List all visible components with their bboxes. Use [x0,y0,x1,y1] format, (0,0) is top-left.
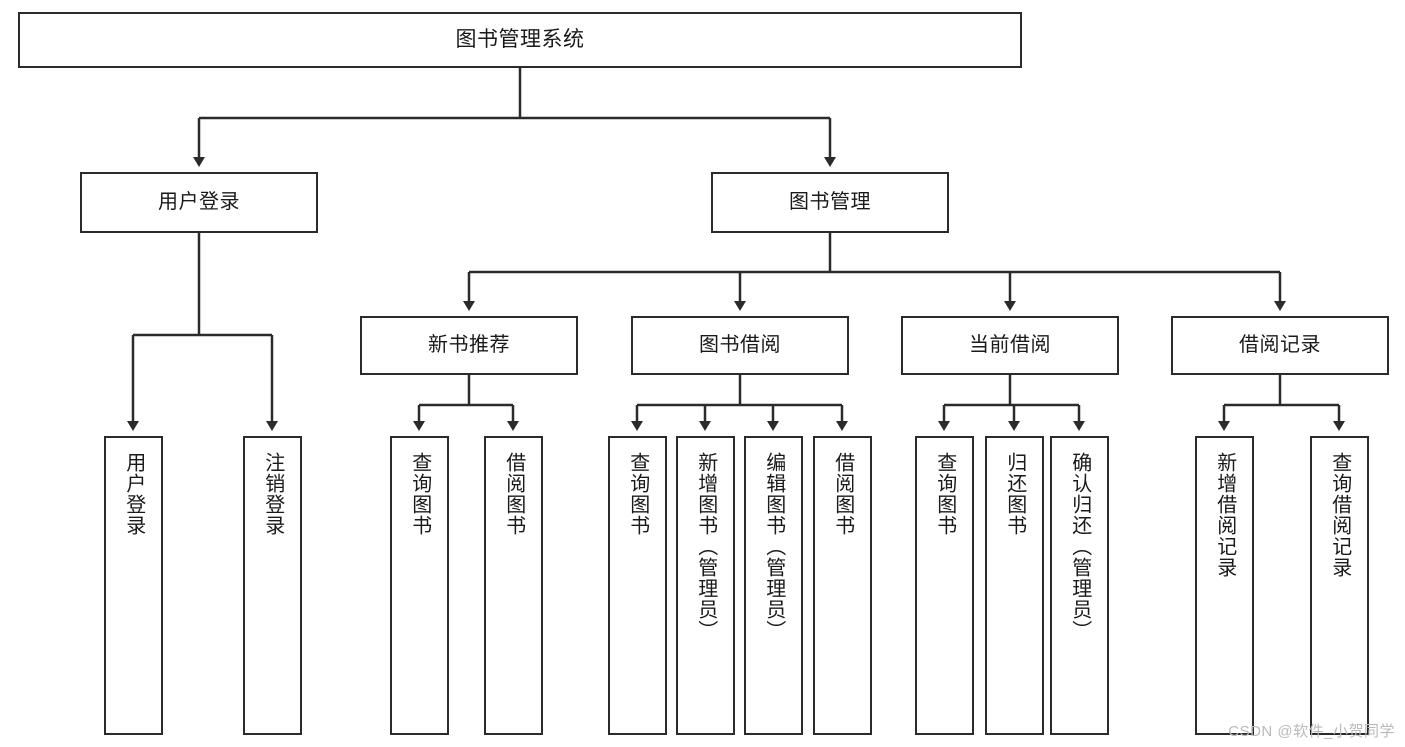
node-leaf-confirm-return-label: 确认归还（管理员） [1068,452,1091,641]
node-book-manage[interactable]: 图书管理 [711,172,949,233]
node-user-login[interactable]: 用户登录 [80,172,318,233]
node-current-borrow-label: 当前借阅 [969,334,1051,356]
node-current-borrow[interactable]: 当前借阅 [901,316,1119,375]
node-leaf-query-book-1[interactable]: 查询图书 [390,436,449,735]
node-leaf-user-login-label: 用户登录 [122,452,145,536]
node-leaf-query-borrow-record[interactable]: 查询借阅记录 [1310,436,1369,735]
node-leaf-query-book-3-label: 查询图书 [933,452,956,536]
node-leaf-add-borrow-record-label: 新增借阅记录 [1213,452,1236,578]
node-leaf-add-borrow-record[interactable]: 新增借阅记录 [1195,436,1254,735]
node-leaf-borrow-book-1[interactable]: 借阅图书 [484,436,543,735]
node-new-book-recommend-label: 新书推荐 [428,334,510,356]
node-leaf-return-book-label: 归还图书 [1003,452,1026,536]
node-leaf-user-login[interactable]: 用户登录 [104,436,163,735]
node-leaf-borrow-book-1-label: 借阅图书 [502,452,525,536]
node-leaf-borrow-book-2-label: 借阅图书 [831,452,854,536]
node-leaf-query-book-2-label: 查询图书 [626,452,649,536]
node-root[interactable]: 图书管理系统 [18,12,1022,68]
node-leaf-add-book-label: 新增图书（管理员） [694,452,717,641]
node-leaf-return-book[interactable]: 归还图书 [985,436,1044,735]
node-leaf-borrow-book-2[interactable]: 借阅图书 [813,436,872,735]
node-leaf-edit-book[interactable]: 编辑图书（管理员） [744,436,803,735]
node-root-label: 图书管理系统 [455,27,585,51]
csdn-watermark: CSDN @软件_小贺同学 [1228,723,1395,740]
node-borrow-record-label: 借阅记录 [1239,334,1321,356]
node-new-book-recommend[interactable]: 新书推荐 [360,316,578,375]
node-leaf-edit-book-label: 编辑图书（管理员） [762,452,785,641]
node-leaf-query-book-3[interactable]: 查询图书 [915,436,974,735]
node-book-borrow-label: 图书借阅 [699,334,781,356]
node-book-borrow[interactable]: 图书借阅 [631,316,849,375]
node-leaf-confirm-return[interactable]: 确认归还（管理员） [1050,436,1109,735]
node-leaf-add-book[interactable]: 新增图书（管理员） [676,436,735,735]
node-book-manage-label: 图书管理 [789,191,871,213]
node-leaf-user-logout[interactable]: 注销登录 [243,436,302,735]
node-user-login-label: 用户登录 [158,191,240,213]
node-leaf-user-logout-label: 注销登录 [261,452,284,536]
node-leaf-query-book-2[interactable]: 查询图书 [608,436,667,735]
node-leaf-query-borrow-record-label: 查询借阅记录 [1328,452,1351,578]
node-leaf-query-book-1-label: 查询图书 [408,452,431,536]
node-borrow-record[interactable]: 借阅记录 [1171,316,1389,375]
